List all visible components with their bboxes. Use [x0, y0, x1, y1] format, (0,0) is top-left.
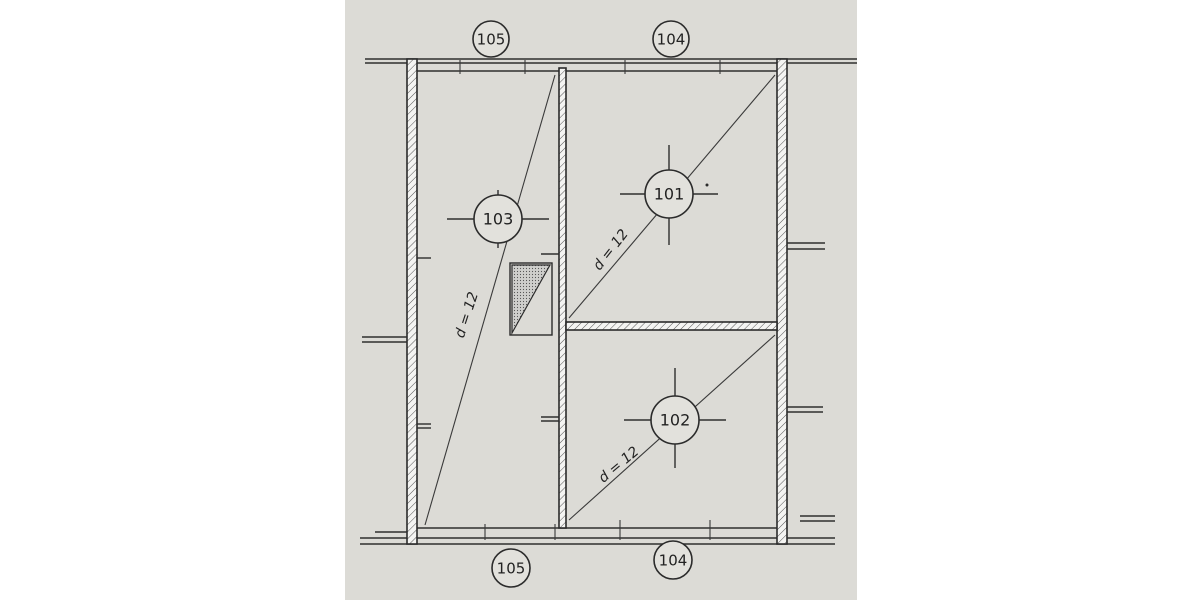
left-wall: [362, 58, 431, 545]
room-101-label: 101: [654, 185, 685, 204]
chimney-shaft: [509, 262, 553, 336]
room-101-span-label: d = 12: [590, 226, 632, 273]
room-103-span-label: d = 12: [452, 290, 482, 340]
room-101-tag: 101: [620, 145, 718, 245]
room-102-span-label: d = 12: [596, 444, 643, 487]
room-102-label: 102: [660, 411, 691, 430]
marker-bottom-104: 104: [653, 540, 693, 580]
room-103-label: 103: [483, 210, 514, 229]
svg-text:105: 105: [477, 31, 506, 49]
svg-text:105: 105: [497, 560, 526, 578]
svg-text:104: 104: [659, 552, 688, 570]
paper-sheet: 103 d = 12 101 d = 12 102 d = 12 105 104…: [345, 0, 857, 600]
room-103-tag: 103: [447, 190, 549, 248]
interior-partition-wall: [541, 67, 778, 529]
bottom-wall: [360, 515, 835, 545]
marker-bottom-105: 105: [491, 548, 531, 588]
right-wall: [776, 58, 825, 545]
svg-text:104: 104: [657, 31, 686, 49]
marker-top-104: 104: [652, 20, 690, 58]
span-line-103: [424, 74, 556, 526]
floor-plan-drawing: 103 d = 12 101 d = 12 102 d = 12 105 104…: [360, 20, 857, 588]
marker-top-105: 105: [472, 20, 510, 58]
top-wall: [365, 58, 857, 74]
room-102-tag: 102: [624, 368, 726, 468]
